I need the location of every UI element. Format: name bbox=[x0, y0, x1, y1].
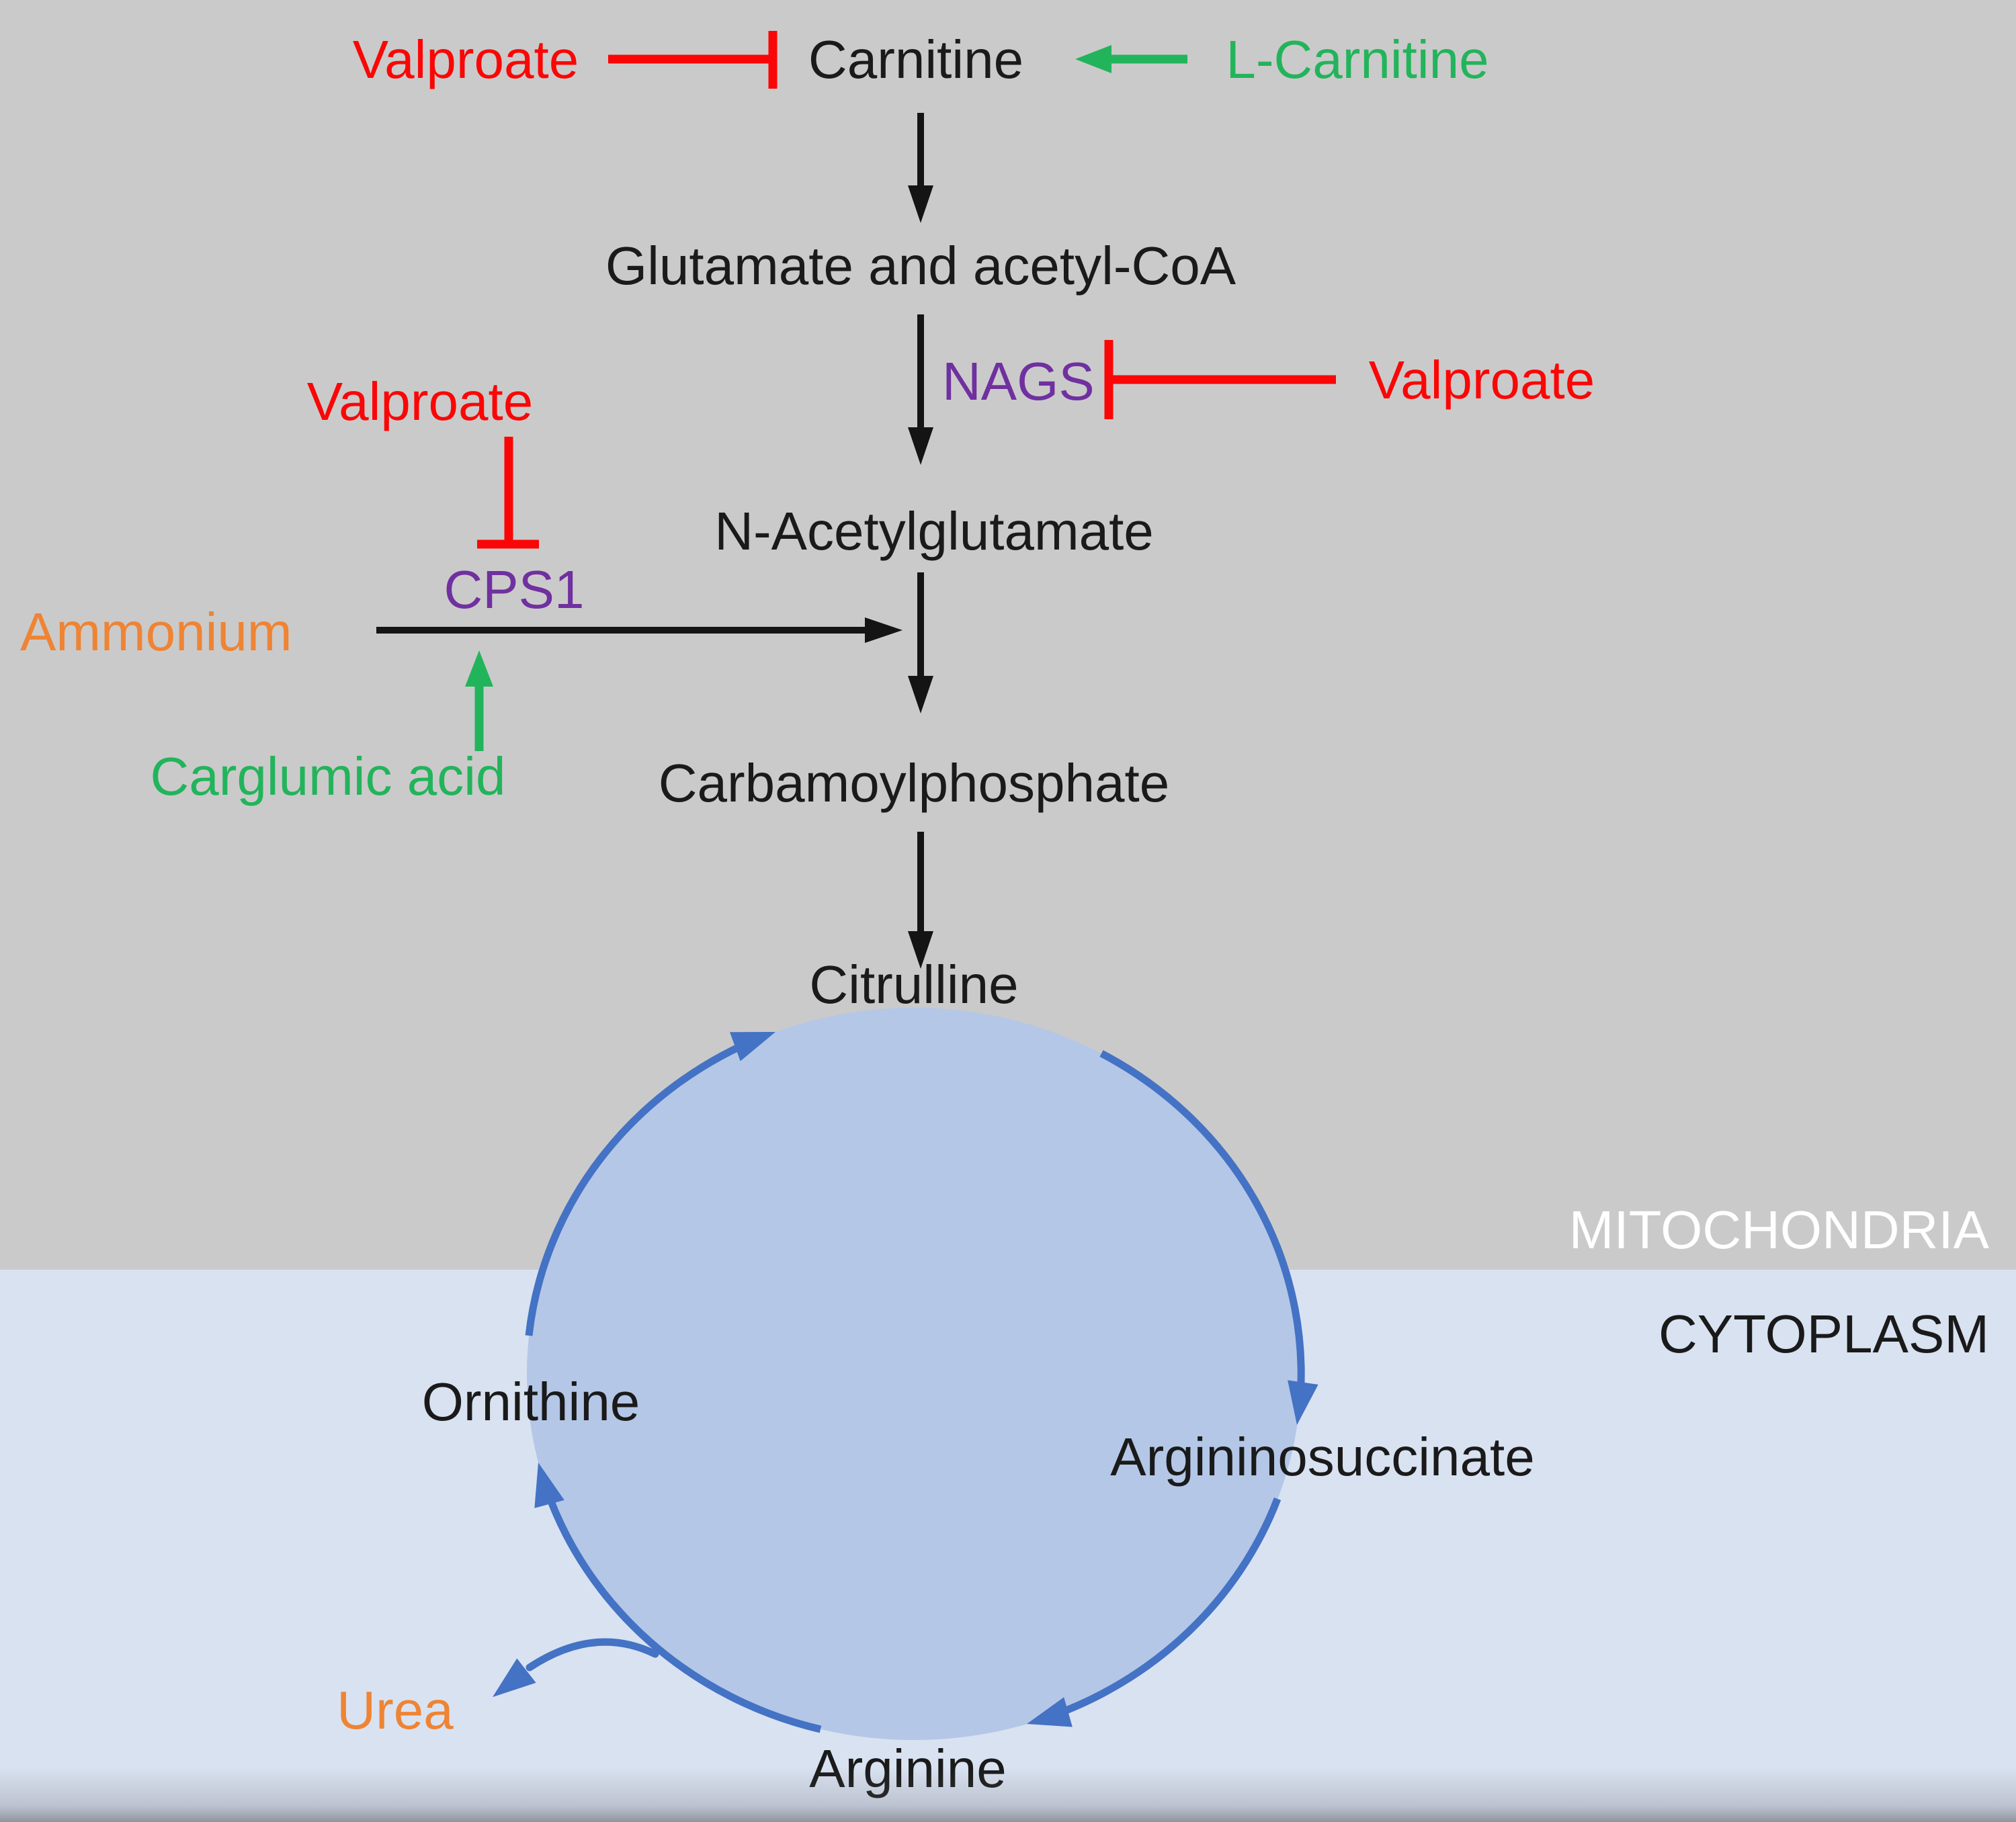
cycle-arc-citrulline-to-argininosuccinate bbox=[1099, 1050, 1305, 1413]
label-cytoplasm-compartment: CYTOPLASM bbox=[1658, 1304, 1989, 1364]
label-argininosuccinate: Argininosuccinate bbox=[1110, 1427, 1534, 1487]
arrowhead-carbamoylphosphate-icon bbox=[908, 676, 933, 713]
cycle-arrowhead-to-citrulline-icon bbox=[729, 1032, 775, 1061]
label-l-carnitine: L-Carnitine bbox=[1226, 30, 1488, 89]
label-carbamoylphosphate: Carbamoylphosphate bbox=[659, 753, 1169, 813]
label-mitochondria-compartment: MITOCHONDRIA bbox=[1569, 1200, 1990, 1260]
cycle-arrowhead-to-arginine-icon bbox=[1027, 1697, 1073, 1727]
arrowhead-lcarnitine-icon bbox=[1075, 45, 1111, 73]
urea-cycle-circle bbox=[527, 1008, 1301, 1740]
cycle-arc-ornithine-to-citrulline bbox=[525, 1033, 765, 1336]
cycle-arrowhead-to-ornithine-icon bbox=[534, 1463, 564, 1508]
label-valproate-cps1: Valproate bbox=[307, 372, 534, 431]
label-ammonium: Ammonium bbox=[20, 602, 292, 662]
cycle-arc-argininosuccinate-to-arginine bbox=[1045, 1498, 1282, 1722]
arrowhead-carglumic-icon bbox=[465, 650, 493, 687]
arrow-arginine-to-urea bbox=[526, 1638, 659, 1672]
label-citrulline: Citrulline bbox=[809, 955, 1018, 1014]
bottom-shadow-band bbox=[0, 1767, 2016, 1822]
label-carnitine: Carnitine bbox=[808, 30, 1023, 89]
urea-arrowhead-icon bbox=[493, 1658, 536, 1697]
label-n-acetylglutamate: N-Acetylglutamate bbox=[714, 501, 1154, 561]
cycle-arrowhead-to-argininosuccinate-icon bbox=[1288, 1380, 1318, 1425]
label-valproate-top: Valproate bbox=[353, 30, 579, 89]
label-carglumic-acid: Carglumic acid bbox=[150, 746, 505, 806]
cycle-arc-arginine-to-ornithine bbox=[542, 1485, 822, 1733]
label-cps1-enzyme: CPS1 bbox=[444, 560, 585, 619]
arrowhead-glutamate-icon bbox=[908, 185, 933, 223]
label-ornithine: Ornithine bbox=[422, 1372, 640, 1432]
label-valproate-nags: Valproate bbox=[1369, 350, 1595, 410]
arrowhead-ammonium-icon bbox=[865, 617, 902, 643]
arrowhead-citrulline-icon bbox=[908, 931, 933, 969]
label-nags-enzyme: NAGS bbox=[942, 351, 1095, 411]
label-glutamate-acetylcoa: Glutamate and acetyl-CoA bbox=[605, 236, 1236, 296]
arrowhead-nacetylglutamate-icon bbox=[908, 427, 933, 465]
label-urea: Urea bbox=[337, 1680, 454, 1740]
